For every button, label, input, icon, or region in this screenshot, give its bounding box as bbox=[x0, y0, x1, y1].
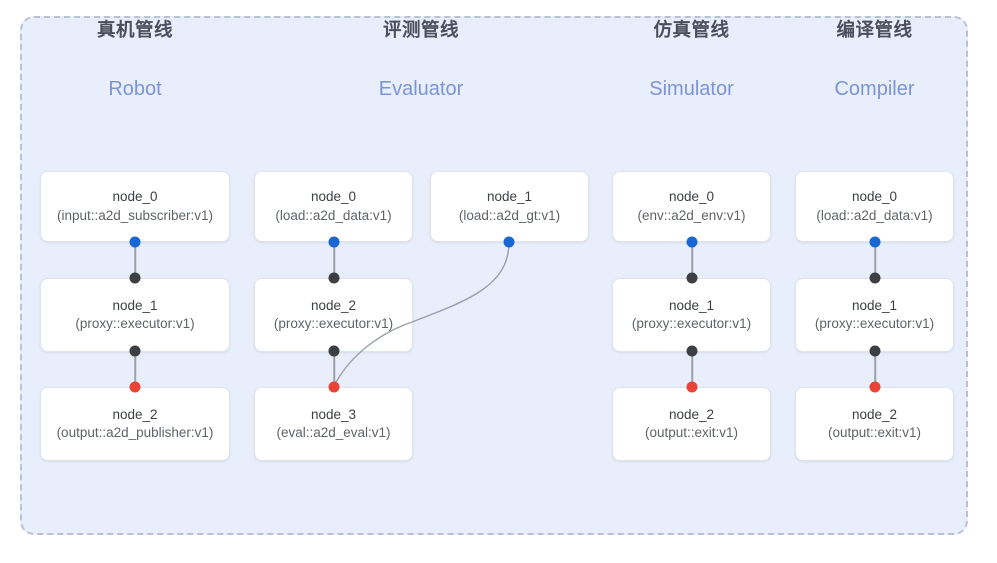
node-evaluator-2[interactable]: node_2 (proxy::executor:v1) bbox=[254, 278, 413, 352]
port-out-evaluator-2[interactable] bbox=[328, 345, 340, 357]
port-in-robot-2[interactable] bbox=[129, 381, 141, 393]
node-compiler-2[interactable]: node_2 (output::exit:v1) bbox=[795, 387, 954, 461]
column-title-robot: 真机管线 bbox=[96, 19, 173, 40]
port-in-simulator-1[interactable] bbox=[686, 272, 698, 284]
node-simulator-1[interactable]: node_1 (proxy::executor:v1) bbox=[612, 278, 771, 352]
port-out-compiler-1[interactable] bbox=[869, 345, 881, 357]
port-out-simulator-0[interactable] bbox=[686, 236, 698, 248]
node-name: node_0 bbox=[668, 189, 715, 205]
port-in-evaluator-3[interactable] bbox=[328, 381, 340, 393]
port-in-simulator-2[interactable] bbox=[686, 381, 698, 393]
node-simulator-0[interactable]: node_0 (env::a2d_env:v1) bbox=[612, 171, 771, 242]
node-name: node_2 bbox=[310, 297, 357, 313]
node-evaluator-3[interactable]: node_3 (eval::a2d_eval:v1) bbox=[254, 387, 413, 461]
pipeline-column-robot: 真机管线 Robot bbox=[40, 0, 230, 520]
node-spec: (proxy::executor:v1) bbox=[273, 316, 394, 331]
port-in-compiler-1[interactable] bbox=[869, 272, 881, 284]
node-name: node_1 bbox=[486, 189, 533, 205]
column-subtitle-robot: Robot bbox=[108, 78, 162, 100]
pipeline-column-evaluator: 评测管线 Evaluator bbox=[254, 0, 588, 520]
pipeline-column-compiler: 编译管线 Compiler bbox=[795, 0, 954, 520]
node-evaluator-0[interactable]: node_0 (load::a2d_data:v1) bbox=[254, 171, 413, 242]
column-subtitle-compiler: Compiler bbox=[834, 78, 915, 100]
column-subtitle-evaluator: Evaluator bbox=[378, 78, 464, 100]
node-spec: (load::a2d_gt:v1) bbox=[458, 207, 561, 223]
node-spec: (load::a2d_data:v1) bbox=[275, 207, 392, 223]
column-subtitle-simulator: Simulator bbox=[649, 78, 734, 100]
node-name: node_2 bbox=[112, 406, 158, 422]
link-robot-0-1 bbox=[134, 242, 136, 278]
node-spec: (output::a2d_publisher:v1) bbox=[56, 425, 214, 440]
link-robot-1-2 bbox=[134, 351, 136, 387]
node-robot-2[interactable]: node_2 (output::a2d_publisher:v1) bbox=[40, 387, 230, 461]
node-name: node_2 bbox=[668, 406, 715, 422]
column-title-evaluator: 评测管线 bbox=[382, 19, 459, 40]
link-compiler-0-1 bbox=[874, 242, 876, 278]
node-simulator-2[interactable]: node_2 (output::exit:v1) bbox=[612, 387, 771, 461]
node-spec: (input::a2d_subscriber:v1) bbox=[56, 207, 214, 223]
port-out-evaluator-0[interactable] bbox=[328, 236, 340, 248]
node-name: node_3 bbox=[310, 406, 357, 422]
pipeline-column-simulator: 仿真管线 Simulator bbox=[612, 0, 771, 520]
node-name: node_0 bbox=[310, 189, 357, 205]
port-out-robot-0[interactable] bbox=[129, 236, 141, 248]
node-compiler-0[interactable]: node_0 (load::a2d_data:v1) bbox=[795, 171, 954, 242]
node-name: node_0 bbox=[851, 189, 898, 205]
port-out-robot-1[interactable] bbox=[129, 345, 141, 357]
node-spec: (proxy::executor:v1) bbox=[75, 316, 195, 331]
port-out-evaluator-1[interactable] bbox=[503, 236, 515, 248]
node-robot-1[interactable]: node_1 (proxy::executor:v1) bbox=[40, 278, 230, 352]
node-name: node_1 bbox=[851, 297, 898, 313]
link-compiler-1-2 bbox=[874, 351, 876, 387]
node-compiler-1[interactable]: node_1 (proxy::executor:v1) bbox=[795, 278, 954, 352]
node-robot-0[interactable]: node_0 (input::a2d_subscriber:v1) bbox=[40, 171, 230, 242]
node-spec: (load::a2d_data:v1) bbox=[816, 207, 933, 223]
column-title-compiler: 编译管线 bbox=[836, 19, 913, 40]
node-spec: (env::a2d_env:v1) bbox=[637, 207, 746, 223]
link-evaluator-0-2 bbox=[333, 242, 335, 278]
port-in-compiler-2[interactable] bbox=[869, 381, 881, 393]
node-evaluator-1[interactable]: node_1 (load::a2d_gt:v1) bbox=[430, 171, 589, 242]
node-spec: (eval::a2d_eval:v1) bbox=[276, 425, 391, 440]
column-title-simulator: 仿真管线 bbox=[653, 19, 730, 40]
link-simulator-0-1 bbox=[691, 242, 693, 278]
node-spec: (proxy::executor:v1) bbox=[814, 316, 935, 331]
link-simulator-1-2 bbox=[691, 351, 693, 387]
node-name: node_0 bbox=[112, 189, 158, 205]
node-name: node_1 bbox=[112, 297, 158, 313]
node-spec: (output::exit:v1) bbox=[644, 425, 739, 440]
node-name: node_1 bbox=[668, 297, 715, 313]
port-out-simulator-1[interactable] bbox=[686, 345, 698, 357]
node-spec: (output::exit:v1) bbox=[827, 425, 922, 440]
port-out-compiler-0[interactable] bbox=[869, 236, 881, 248]
port-in-evaluator-2[interactable] bbox=[328, 272, 340, 284]
node-spec: (proxy::executor:v1) bbox=[631, 316, 752, 331]
port-in-robot-1[interactable] bbox=[129, 272, 141, 284]
node-name: node_2 bbox=[851, 406, 898, 422]
